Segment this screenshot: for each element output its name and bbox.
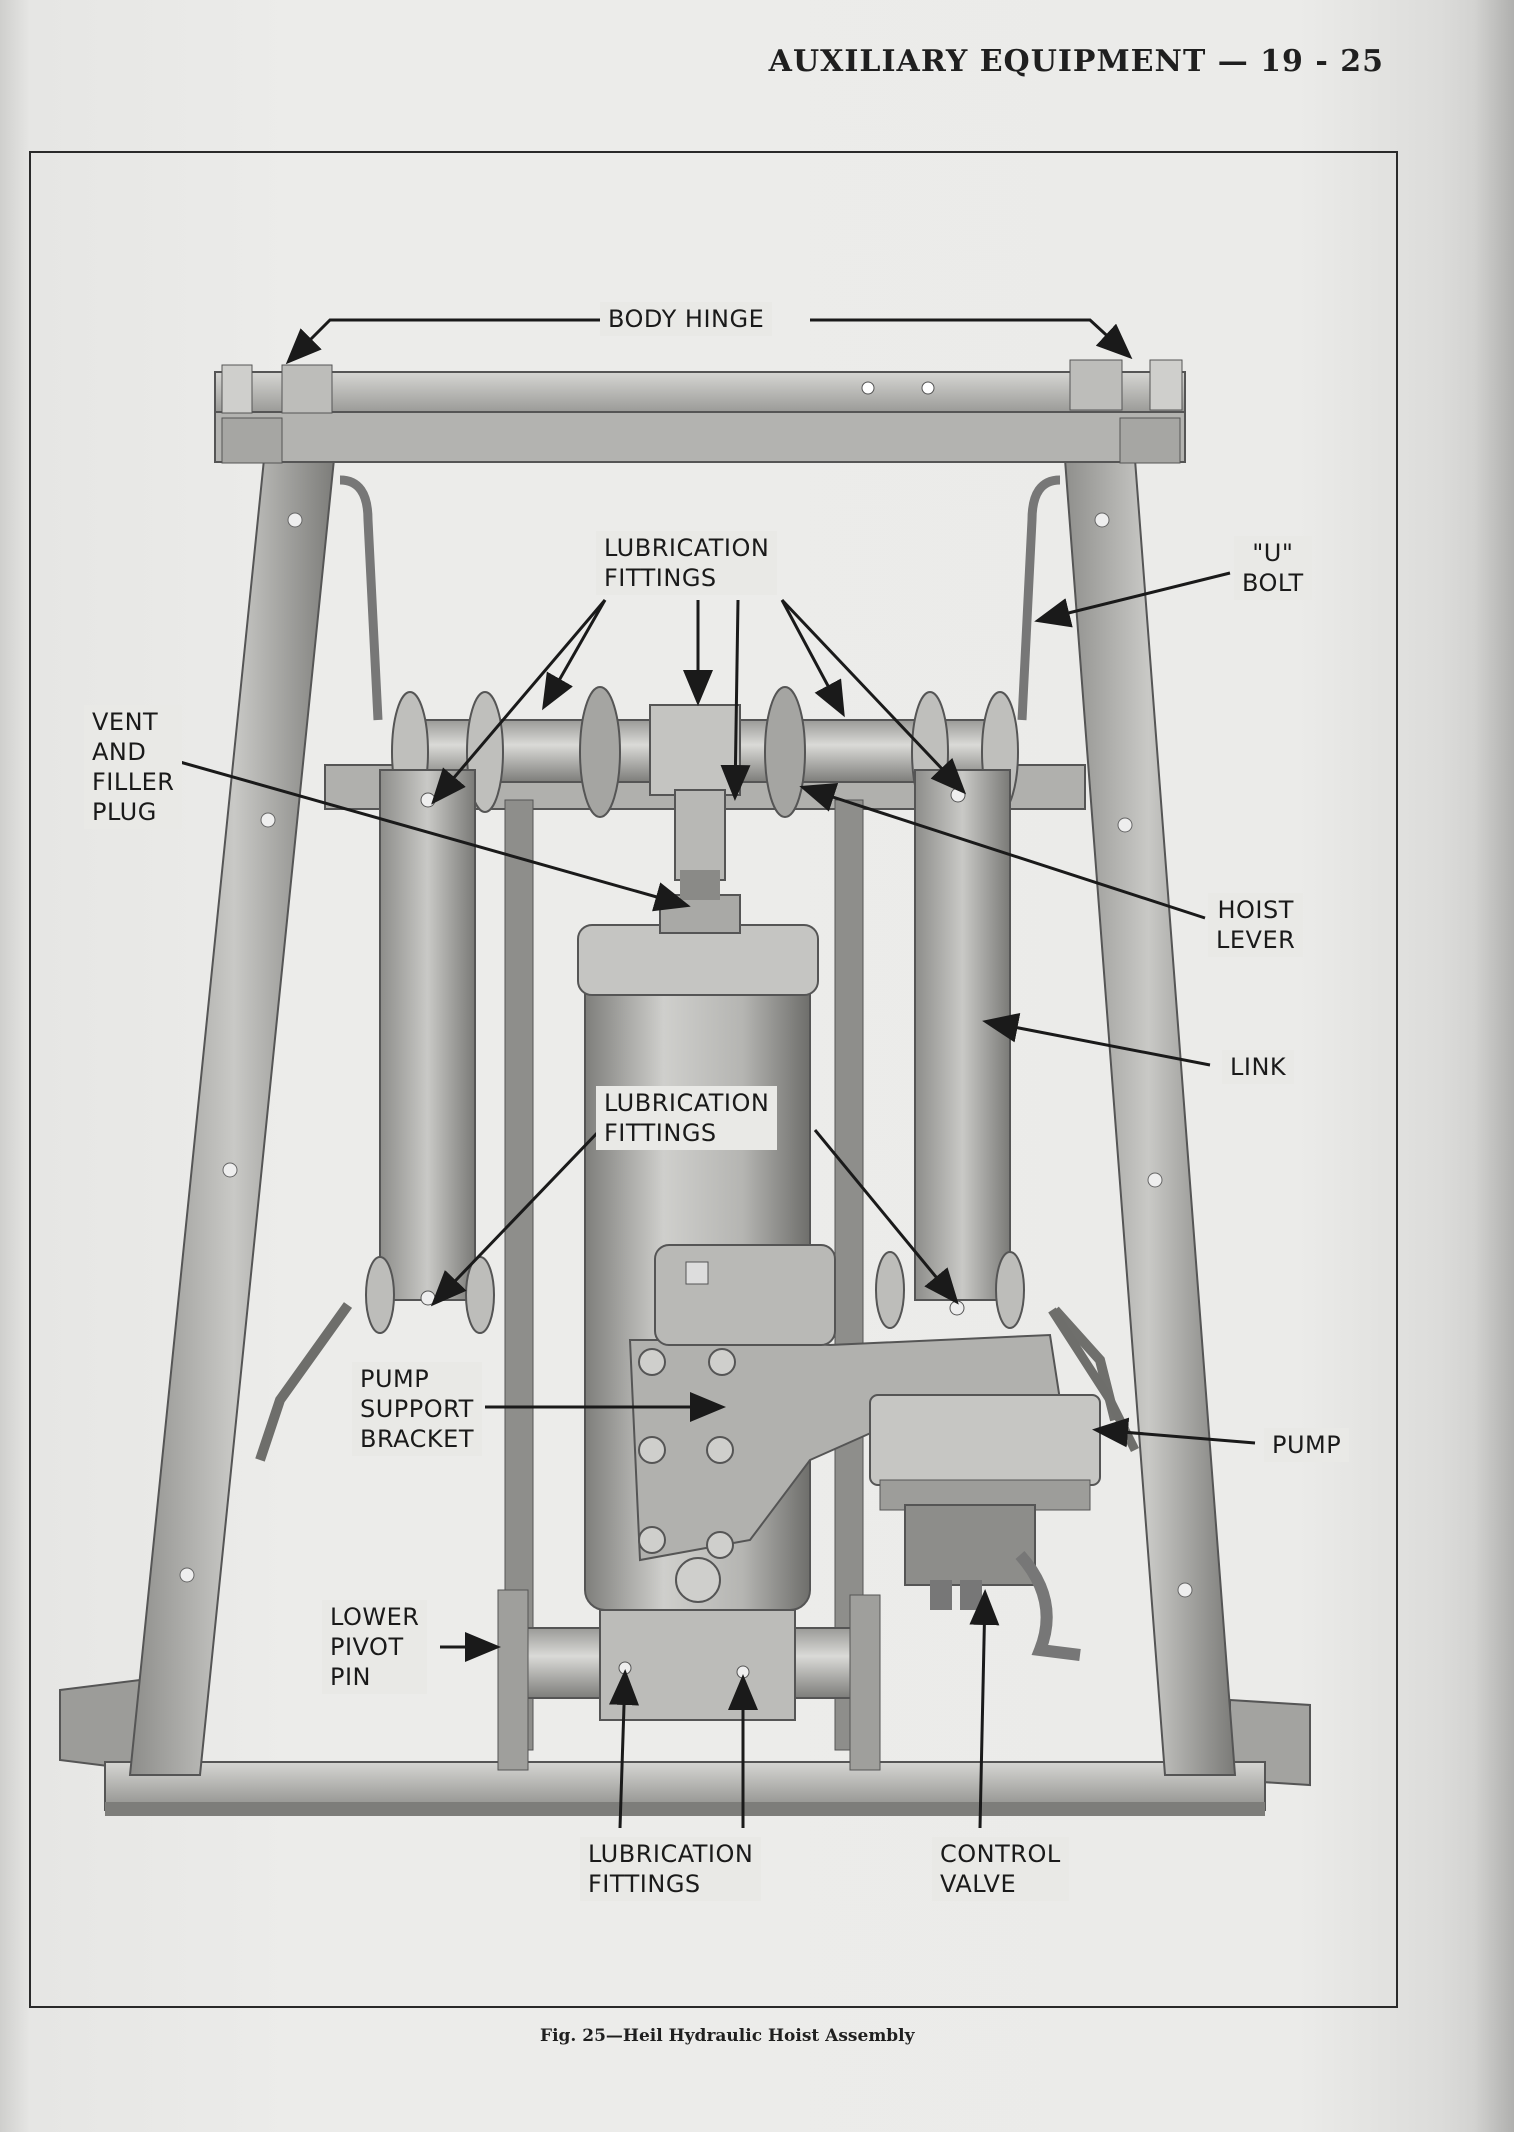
label-lubrication-fittings-bottom: LUBRICATION FITTINGS — [580, 1837, 762, 1901]
figure-caption: Fig. 25—Heil Hydraulic Hoist Assembly — [540, 2026, 915, 2046]
u-bolts — [339, 475, 1061, 721]
top-beam — [214, 359, 1186, 464]
control-valve-body — [904, 1504, 1081, 1661]
label-u-bolt: "U" BOLT — [1234, 536, 1312, 600]
label-pump-support-bracket: PUMP SUPPORT BRACKET — [352, 1362, 482, 1456]
label-pump: PUMP — [1264, 1428, 1350, 1462]
label-lower-pivot-pin: LOWER PIVOT PIN — [322, 1600, 428, 1694]
label-lubrication-fittings-top: LUBRICATION FITTINGS — [596, 531, 778, 595]
label-body-hinge: BODY HINGE — [600, 302, 773, 336]
leader-lines — [179, 318, 1256, 1829]
pump-support-bracket — [628, 1244, 1062, 1562]
label-hoist-lever: HOIST LEVER — [1208, 893, 1304, 957]
page-edge-shadow — [1474, 0, 1514, 2132]
label-link: LINK — [1222, 1050, 1295, 1084]
figure-frame — [29, 151, 1398, 2008]
running-head: AUXILIARY EQUIPMENT — 19 - 25 — [768, 44, 1384, 79]
lower-pivot — [497, 1589, 881, 1771]
label-control-valve: CONTROL VALVE — [932, 1837, 1069, 1901]
label-vent-filler-plug: VENT AND FILLER PLUG — [84, 705, 183, 829]
label-lubrication-fittings-middle: LUBRICATION FITTINGS — [596, 1086, 778, 1150]
